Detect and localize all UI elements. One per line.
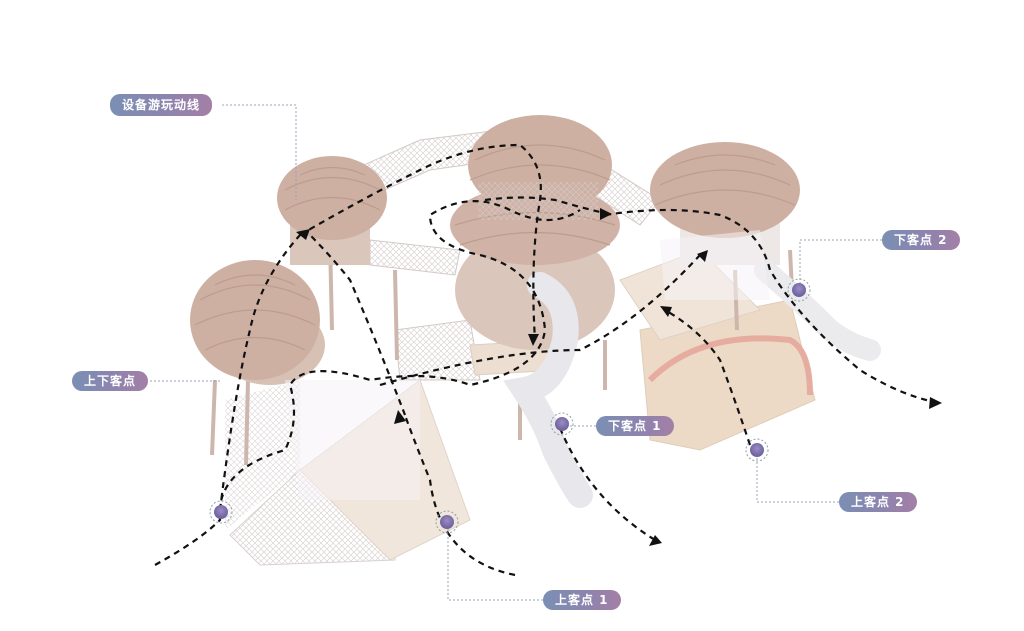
- route-arrow-heads: [296, 208, 942, 546]
- label-board-point-1: 上客点 1: [543, 590, 621, 610]
- bridge-left: [369, 239, 461, 276]
- label-alight-point-1: 下客点 1: [596, 416, 674, 436]
- label-route: 设备游玩动线: [110, 94, 213, 116]
- label-up-down-point: 上下客点: [72, 371, 149, 391]
- location-dot-icon: [745, 438, 769, 462]
- arrow-head-icon: [600, 208, 612, 220]
- location-dot-icon: [550, 412, 574, 436]
- slide-right: [754, 259, 881, 361]
- label-alight-point-2: 下客点 2: [882, 230, 960, 250]
- roof-center: [450, 115, 620, 265]
- arrow-head-icon: [660, 306, 672, 317]
- location-dot-icon: [209, 500, 233, 524]
- glass-panel-right: [660, 230, 770, 300]
- roof-left: [190, 260, 320, 380]
- slide-center: [503, 272, 593, 508]
- location-dot-icon: [787, 278, 811, 302]
- arrow-head-icon: [929, 397, 942, 409]
- ramp-right: [619, 249, 761, 341]
- arrow-head-icon: [528, 334, 539, 346]
- label-board-point-2: 上客点 2: [839, 492, 917, 512]
- playground-structure: [190, 115, 881, 566]
- arrow-head-icon: [394, 410, 406, 424]
- route-paths: [154, 143, 936, 577]
- arrow-head-icon: [296, 229, 310, 240]
- roof-right: [650, 142, 800, 238]
- leader-lines: [150, 104, 882, 601]
- location-dot-icon: [435, 510, 459, 534]
- arrow-head-icon: [697, 250, 708, 262]
- arch-right: [647, 335, 813, 396]
- roof-top-left: [277, 156, 387, 240]
- bridge-lower: [394, 319, 481, 381]
- stop-markers: [209, 278, 811, 534]
- glass-panel-left: [285, 380, 420, 500]
- net-ramp-left: [225, 380, 300, 530]
- arrow-head-icon: [649, 535, 662, 546]
- ramp-left: [299, 379, 471, 561]
